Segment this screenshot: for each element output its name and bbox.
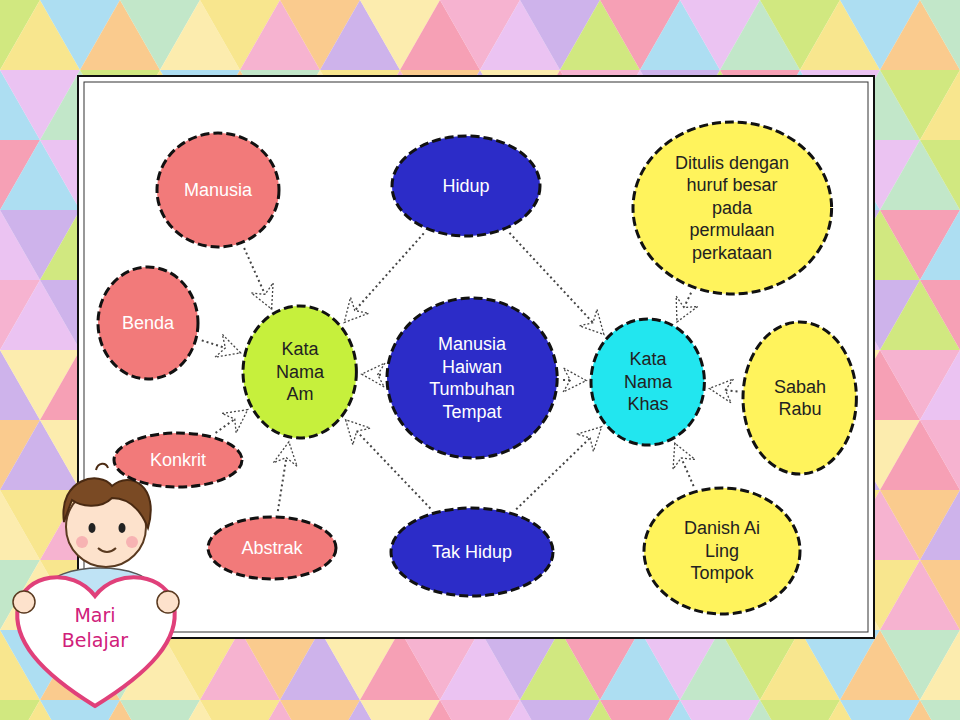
dotted-arrow xyxy=(344,233,424,322)
bubble-ellipse xyxy=(387,298,557,458)
bubble-ellipse xyxy=(157,133,279,247)
category-bubble: Tak Hidup xyxy=(389,506,555,598)
bg-triangle xyxy=(920,280,960,350)
bubble-text: Manusia xyxy=(184,179,252,202)
dotted-arrow xyxy=(202,340,241,353)
bg-triangle xyxy=(840,700,920,720)
category-bubble: Manusia xyxy=(155,131,281,249)
bubble-ellipse xyxy=(644,488,800,614)
category-bubble: Benda xyxy=(96,265,200,381)
bg-triangle xyxy=(760,700,840,720)
bubble-ellipse xyxy=(633,122,832,294)
example-bubble: Sabah Rabu xyxy=(741,320,858,476)
bg-triangle xyxy=(520,700,600,720)
bg-triangle xyxy=(920,420,960,490)
bubble-text: Kata Nama Am xyxy=(265,338,335,406)
bubble-ellipse xyxy=(591,319,704,445)
boy-hair xyxy=(63,478,150,528)
bubble-text: Kata Nama Khas xyxy=(613,348,683,416)
bg-triangle xyxy=(920,350,960,420)
bg-triangle xyxy=(920,70,960,140)
boy-hair-tuft xyxy=(96,464,108,470)
bg-triangle xyxy=(920,560,960,630)
bubble-text: Hidup xyxy=(442,175,489,198)
dotted-arrow xyxy=(362,373,381,376)
dotted-arrow xyxy=(563,379,586,382)
bubble-text: Danish Ai Ling Tompok xyxy=(672,517,772,585)
main-bubble: Kata Nama Am xyxy=(241,304,358,440)
heart-sign xyxy=(17,577,175,706)
bg-triangle xyxy=(920,0,960,70)
bg-triangle xyxy=(120,700,200,720)
bubble-outline xyxy=(385,296,559,460)
bg-triangle xyxy=(440,700,520,720)
bg-triangle xyxy=(920,140,960,210)
bubble-ellipse xyxy=(98,267,198,379)
dotted-arrow xyxy=(244,248,271,309)
dotted-arrow xyxy=(677,293,691,322)
dotted-arrow xyxy=(709,388,737,391)
panel-inner xyxy=(84,82,868,632)
panel-outer xyxy=(78,76,874,638)
bubble-ellipse xyxy=(114,433,242,487)
boy-hand xyxy=(157,591,179,613)
bubble-ellipse xyxy=(208,517,336,579)
dotted-arrow xyxy=(675,443,694,486)
bubble-text: Tak Hidup xyxy=(432,541,512,564)
boy-blush xyxy=(76,536,88,548)
boy-eye xyxy=(119,523,126,533)
bg-triangle xyxy=(40,700,120,720)
bubble-ellipse xyxy=(743,322,856,474)
bg-triangle xyxy=(280,700,360,720)
bg-triangle xyxy=(920,210,960,280)
heart-label: Mari Belajar xyxy=(40,603,150,652)
bubble-outline xyxy=(741,320,858,476)
category-bubble: Hidup xyxy=(390,134,542,238)
bubble-text: Abstrak xyxy=(241,537,302,560)
boy-smile xyxy=(98,548,116,552)
bg-triangle xyxy=(360,700,440,720)
bubble-text: Ditulis dengan huruf besar pada permulaa… xyxy=(667,152,797,265)
category-bubble: Manusia Haiwan Tumbuhan Tempat xyxy=(385,296,559,460)
bubble-text: Manusia Haiwan Tumbuhan Tempat xyxy=(417,333,527,423)
dotted-arrow xyxy=(278,442,289,511)
bubble-ellipse xyxy=(392,136,540,236)
boy-hand xyxy=(13,591,35,613)
bg-triangle xyxy=(600,700,680,720)
example-bubble: Danish Ai Ling Tompok xyxy=(642,486,802,616)
bubble-text: Konkrit xyxy=(150,449,206,472)
category-bubble: Abstrak xyxy=(206,515,338,581)
main-bubble: Kata Nama Khas xyxy=(589,317,706,447)
bubble-text: Sabah Rabu xyxy=(765,376,835,421)
bg-triangle xyxy=(920,700,960,720)
bubble-ellipse xyxy=(243,306,356,438)
bubble-ellipse xyxy=(391,508,553,596)
bg-triangle xyxy=(200,700,280,720)
dotted-arrow xyxy=(216,410,248,433)
category-bubble: Konkrit xyxy=(112,431,244,489)
bg-triangle xyxy=(680,700,760,720)
bg-triangle xyxy=(920,490,960,560)
boy-eye xyxy=(89,523,96,533)
bg-triangle xyxy=(920,630,960,700)
bubble-text: Benda xyxy=(122,312,174,335)
boy-blush xyxy=(126,536,138,548)
note-bubble: Ditulis dengan huruf besar pada permulaa… xyxy=(631,120,834,296)
